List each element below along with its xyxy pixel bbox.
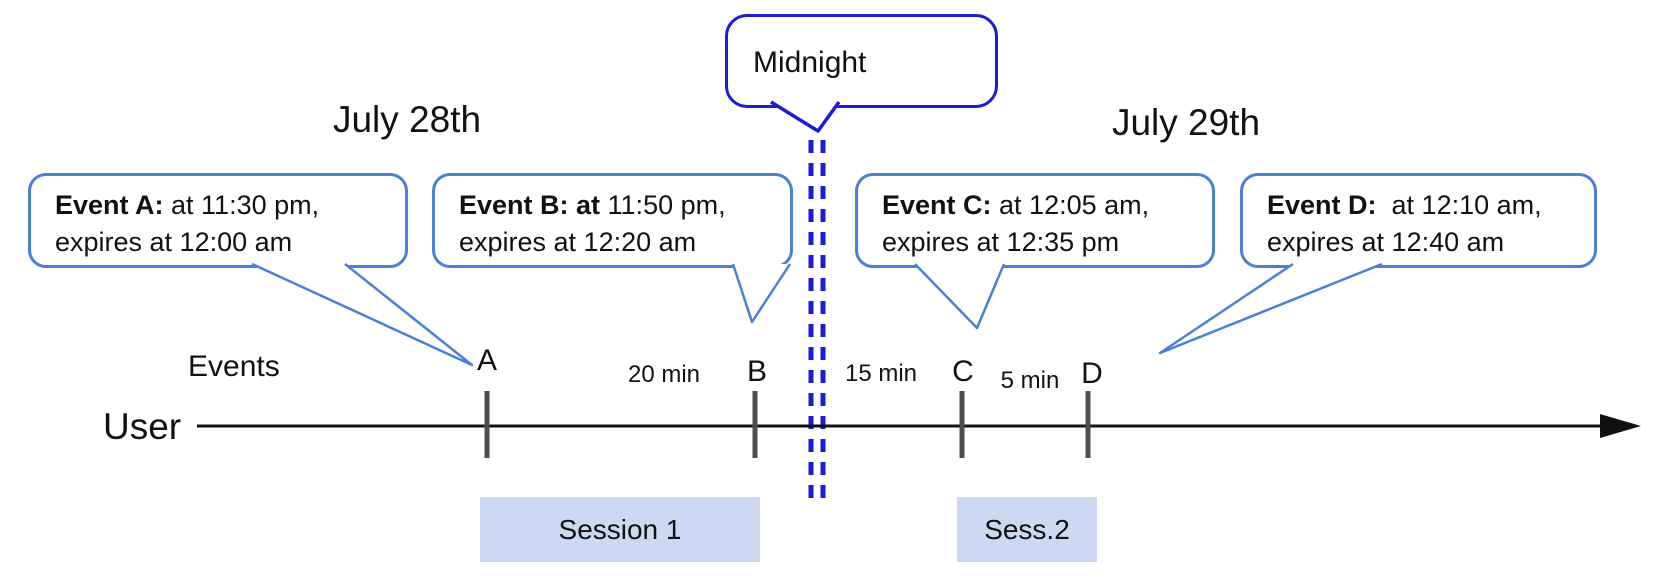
date-label-july-29: July 29th <box>1111 102 1261 143</box>
callout-c-line1: Event C: at 12:05 am, <box>882 187 1202 224</box>
callout-a-line2: expires at 12:00 am <box>55 227 293 257</box>
event-callout-d: Event D: at 12:10 am, expires at 12:40 a… <box>1240 173 1597 268</box>
callout-c-line2: expires at 12:35 pm <box>882 227 1120 257</box>
session-bar-2: Sess.2 <box>957 497 1097 562</box>
callout-d-bold: Event D: <box>1267 190 1377 220</box>
session-2-label: Sess.2 <box>984 514 1070 545</box>
callout-d-line1: Event D: at 12:10 am, <box>1267 187 1584 224</box>
interval-label-5min: 5 min <box>1000 367 1060 394</box>
midnight-callout: Midnight <box>725 14 998 108</box>
callout-b-rest: 11:50 pm, <box>600 190 726 220</box>
session-1-label: Session 1 <box>558 514 682 545</box>
tick-label-a: A <box>476 344 498 377</box>
callout-b-line1: Event B: at 11:50 pm, <box>459 187 780 224</box>
session-bar-1: Session 1 <box>480 497 760 562</box>
event-callout-a: Event A: at 11:30 pm, expires at 12:00 a… <box>28 173 408 268</box>
interval-label-20min: 20 min <box>627 361 701 388</box>
tick-label-b: B <box>746 355 768 388</box>
events-axis-label: Events <box>188 350 280 383</box>
midnight-callout-label: Midnight <box>753 46 867 79</box>
callout-a-line1: Event A: at 11:30 pm, <box>55 187 395 224</box>
tick-label-c: C <box>952 355 974 388</box>
callout-tail-c <box>914 263 1006 330</box>
timeline-arrowhead-icon <box>1600 414 1641 438</box>
callout-c-bold: Event C: <box>882 190 992 220</box>
event-callout-b: Event B: at 11:50 pm, expires at 12:20 a… <box>432 173 793 268</box>
date-label-july-28: July 28th <box>332 99 482 140</box>
user-axis-label: User <box>103 406 182 447</box>
callout-b-bold: Event B: at <box>459 190 601 220</box>
callout-tail-a <box>251 262 474 367</box>
tick-label-d: D <box>1081 357 1103 390</box>
callout-c-rest: at 12:05 am, <box>991 190 1150 220</box>
callout-tail-d <box>1158 262 1383 355</box>
interval-label-15min: 15 min <box>844 360 918 387</box>
callout-a-rest: at 11:30 pm, <box>163 190 320 220</box>
callout-d-rest: at 12:10 am, <box>1376 190 1542 220</box>
callout-tail-b <box>731 263 792 324</box>
callout-d-line2: expires at 12:40 am <box>1267 227 1505 257</box>
callout-b-line2: expires at 12:20 am <box>459 227 697 257</box>
event-callout-c: Event C: at 12:05 am, expires at 12:35 p… <box>855 173 1215 268</box>
callout-a-bold: Event A: <box>55 190 164 220</box>
